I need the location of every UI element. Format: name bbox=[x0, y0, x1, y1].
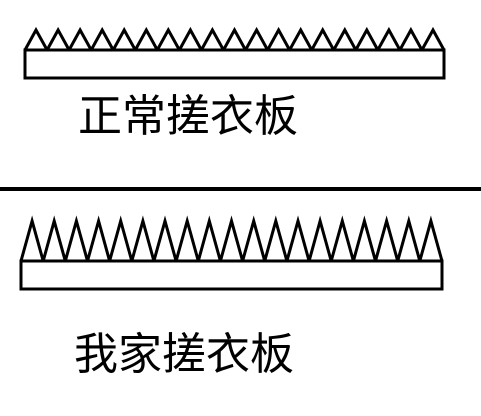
normal-washboard-caption: 正常搓衣板 bbox=[78, 91, 298, 142]
my-washboard bbox=[19, 215, 444, 291]
normal-washboard-teeth bbox=[23, 26, 446, 54]
my-washboard-caption: 我家搓衣板 bbox=[74, 329, 294, 380]
my-washboard-teeth bbox=[19, 215, 444, 267]
normal-washboard bbox=[23, 26, 446, 80]
my-washboard-base bbox=[19, 259, 444, 291]
normal-washboard-base bbox=[23, 48, 446, 80]
